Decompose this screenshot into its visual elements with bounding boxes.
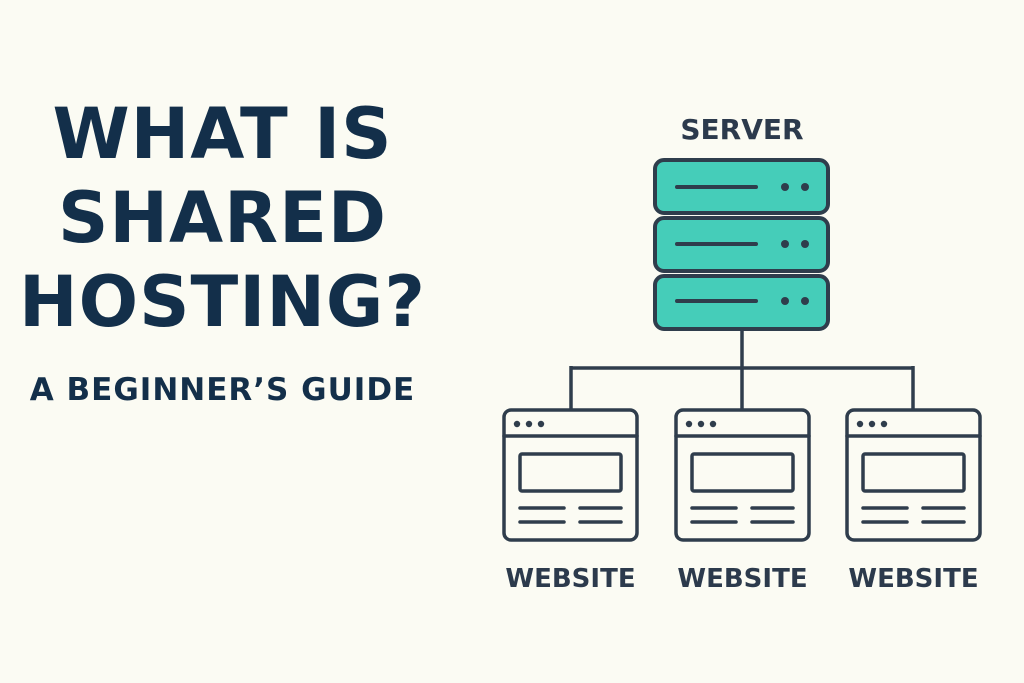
server-unit-2: [653, 216, 830, 273]
server-led-icon: [781, 183, 789, 191]
website-label: WEBSITE: [848, 564, 978, 594]
website-label: WEBSITE: [505, 564, 635, 594]
website-1: WEBSITE: [502, 408, 639, 594]
server-led-icon: [781, 240, 789, 248]
website-2: WEBSITE: [674, 408, 811, 594]
server-led-icon: [781, 297, 789, 305]
website-label: WEBSITE: [677, 564, 807, 594]
title-line-1: WHAT IS: [52, 93, 393, 175]
title-block: WHAT IS SHARED HOSTING? A BEGINNER’S GUI…: [0, 92, 445, 410]
connector-lines: [569, 329, 915, 410]
browser-window-icon: [845, 408, 982, 542]
server-led-icon: [801, 240, 809, 248]
server-unit-3: [653, 274, 830, 331]
server-label: SERVER: [680, 113, 803, 146]
server-unit-1: [653, 158, 830, 215]
server-led-icon: [801, 297, 809, 305]
title-line-2: SHARED: [58, 177, 387, 259]
website-3: WEBSITE: [845, 408, 982, 594]
title-line-3: HOSTING?: [19, 261, 426, 343]
server-led-icon: [801, 183, 809, 191]
browser-window-icon: [502, 408, 639, 542]
subtitle: A BEGINNER’S GUIDE: [29, 372, 416, 408]
browser-window-icon: [674, 408, 811, 542]
server-rack-icon: [653, 158, 830, 331]
